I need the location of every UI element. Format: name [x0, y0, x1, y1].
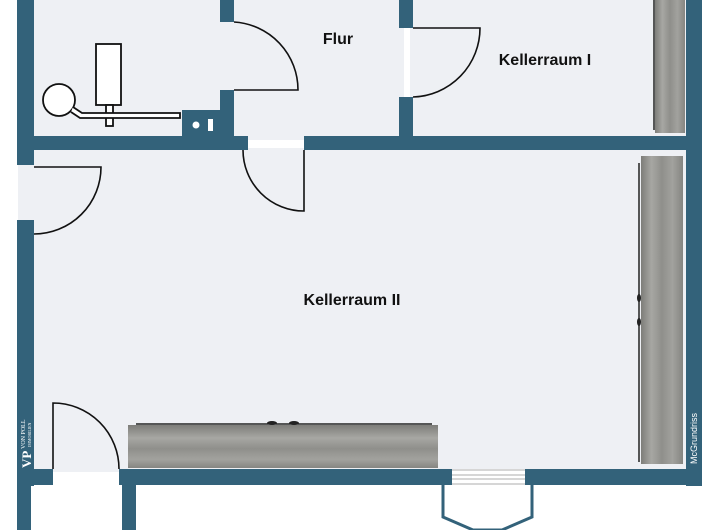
wall-middle-right: [304, 136, 700, 150]
von-poll-logo: VP VON POLL IMMOBILIEN: [19, 419, 34, 468]
light-well: [441, 485, 534, 530]
wall-left-lower: [17, 220, 34, 486]
room-label-flur: Flur: [323, 31, 353, 48]
logo-sub: IMMOBILIEN: [27, 422, 32, 447]
wall-bottom-left: [17, 469, 53, 485]
floor-kellerraum-1: [410, 0, 688, 140]
wall-stair-left: [17, 485, 31, 530]
wall-stair-right: [122, 485, 136, 530]
boiler-icon: [42, 83, 76, 117]
drawer-credit: McGrundriss: [689, 412, 699, 464]
door-flur-keller1: [412, 27, 481, 98]
wall-right: [686, 0, 702, 486]
walls: [17, 0, 702, 530]
chimney-flue-round: [192, 121, 200, 129]
wall-heizung-flur-bottom: [220, 90, 234, 150]
logo-mark: VP: [19, 451, 34, 468]
shelf-kellerraum-2-right: [637, 156, 683, 464]
shelf-kellerraum-2-bottom: [128, 421, 438, 468]
door-flur-keller2: [242, 149, 305, 212]
tank-icon: [95, 43, 122, 106]
pipe: [70, 106, 181, 119]
floors: [18, 0, 688, 472]
chimney-flue-slot: [208, 119, 213, 131]
shelf-kellerraum-1: [653, 0, 685, 133]
wall-flur-keller1-bottom: [399, 97, 413, 150]
room-label-kellerraum-1: Kellerraum I: [499, 52, 591, 69]
door-left-outside: [33, 166, 102, 235]
wall-heizung-flur-top: [220, 0, 234, 22]
wall-left-upper: [17, 0, 34, 165]
floor-kellerraum-2: [34, 148, 688, 470]
doors: [33, 21, 481, 470]
wall-bottom-mid: [119, 469, 452, 485]
window-bottom: [452, 469, 525, 485]
door-heizung-flur: [233, 21, 299, 91]
shelves: [128, 0, 685, 468]
wall-flur-corner: [234, 136, 248, 150]
wall-flur-keller1-top: [399, 0, 413, 28]
wall-bottom-right: [525, 469, 702, 485]
door-stair: [52, 402, 120, 470]
heating-equipment: [42, 43, 181, 127]
floor-stair-landing: [40, 460, 122, 472]
room-label-kellerraum-2: Kellerraum II: [304, 292, 401, 309]
logo-name: VON POLL: [21, 419, 27, 449]
wall-chimney: [182, 110, 222, 140]
floor-flur: [224, 0, 404, 140]
